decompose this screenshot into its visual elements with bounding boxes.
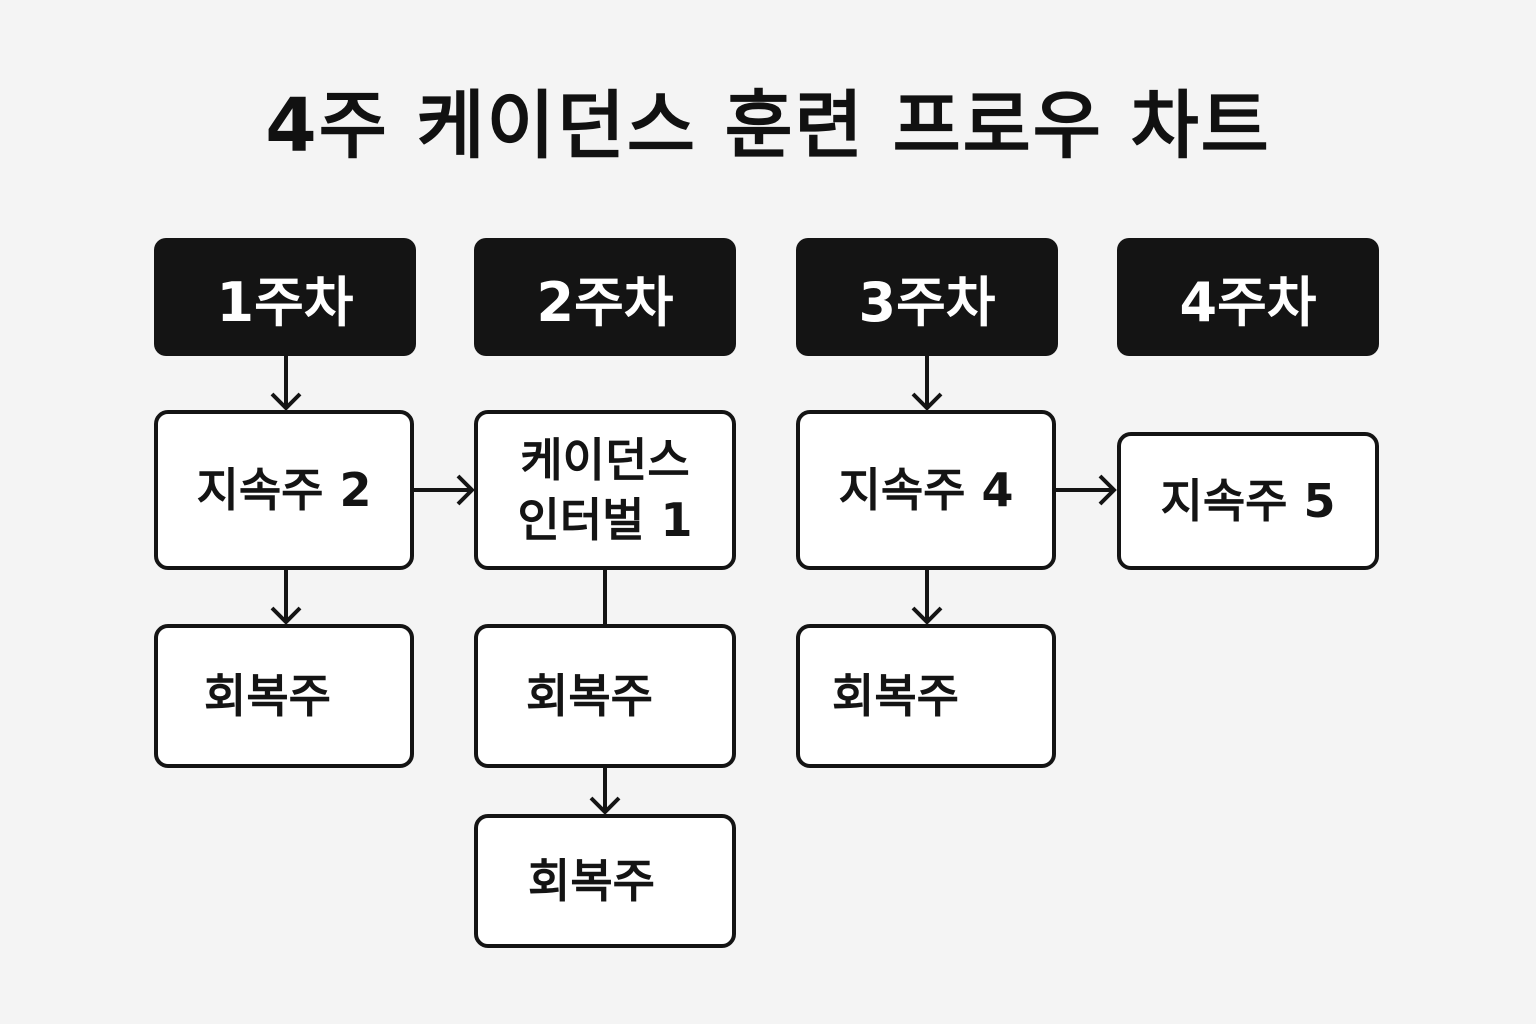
week-header-3: 3주차 [796, 238, 1058, 356]
arrowhead-node4-to-recovery [911, 606, 943, 625]
week-header-2: 2주차 [474, 238, 736, 356]
week-header-4: 4주차 [1117, 238, 1379, 356]
arrowhead-recovery2-to-recovery3 [589, 796, 621, 815]
node-week3-recovery: 회복주 [796, 624, 1056, 768]
node-week4-sustain: 지속주 5 [1117, 432, 1379, 570]
page-title: 4주 케이던스 훈련 프로우 차트 [265, 83, 1271, 169]
arrowhead-week3-to-node [911, 392, 943, 411]
node-label: 지속주 5 [1160, 474, 1336, 528]
node-week2-cadence-interval: 케이던스 인터벌 1 [474, 410, 736, 570]
node-label-line-1: 케이던스 [520, 433, 690, 487]
node-label: 회복주 [832, 669, 959, 723]
node-label: 지속주 2 [196, 463, 372, 517]
node-week1-recovery: 회복주 [154, 624, 414, 768]
arrowhead-node1-to-recovery1 [270, 606, 302, 625]
week-header-1: 1주차 [154, 238, 416, 356]
arrowhead-node4-to-node5 [1098, 474, 1117, 506]
node-label: 회복주 [204, 669, 331, 723]
node-week2-recovery-2: 회복주 [474, 814, 736, 948]
node-label: 지속주 4 [838, 463, 1014, 517]
node-label-line-2: 인터벌 1 [517, 493, 693, 547]
node-week1-sustain: 지속주 2 [154, 410, 414, 570]
node-label: 회복주 [526, 669, 653, 723]
arrowhead-week1-to-node1 [270, 392, 302, 411]
node-week3-sustain: 지속주 4 [796, 410, 1056, 570]
node-label: 회복주 [528, 854, 655, 908]
node-week2-recovery-1: 회복주 [474, 624, 736, 768]
arrowhead-node1-to-interval [456, 474, 475, 506]
